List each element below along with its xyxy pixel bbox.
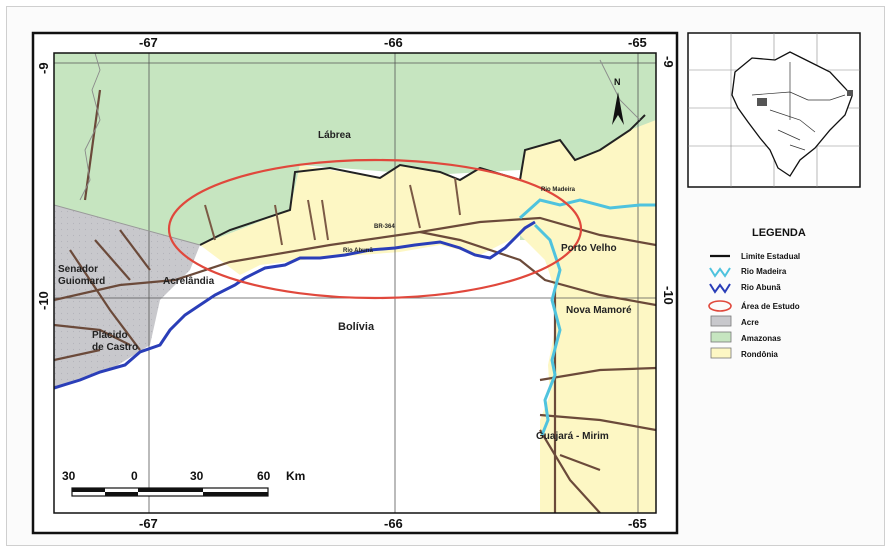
- scale-label-0: 0: [131, 469, 138, 483]
- label-acrelandia: Acrelândia: [163, 276, 215, 287]
- legend-title: LEGENDA: [752, 227, 806, 239]
- scale-label-30: 30: [190, 469, 204, 483]
- grid-label-top-65: -65: [628, 35, 647, 50]
- label-rio-abuna: Rio Abunã: [343, 248, 373, 254]
- legend-swatch-amazonas: [710, 331, 732, 343]
- roads: [54, 89, 656, 513]
- feeder-roads: [204, 177, 461, 246]
- label-nova-mamore: Nova Mamoré: [566, 305, 632, 316]
- rio-abuna: [54, 220, 536, 390]
- state-boundary: [199, 114, 646, 246]
- scale-label-30-left: 30: [62, 469, 76, 483]
- grid-label-left-10: -10: [36, 291, 51, 310]
- legend-swatch-rondonia: [710, 347, 732, 359]
- scale-bar: 30 0 30 60 Km: [62, 469, 305, 497]
- grid-label-top-66: -66: [384, 35, 403, 50]
- grid-label-top-67: -67: [139, 35, 158, 50]
- legend-swatch-rio-madeira: [709, 267, 731, 278]
- amazonas-area: [54, 53, 656, 245]
- legend-label-area-estudo: Área de Estudo: [741, 302, 800, 311]
- label-senador: Senador: [58, 264, 98, 275]
- minor-rivers: [79, 53, 641, 201]
- acre-boundary: [54, 204, 201, 246]
- label-guiomard: Guiomard: [58, 276, 105, 287]
- legend: LEGENDA Limite Estadual Rio Madeira Rio …: [708, 227, 806, 359]
- north-label: N: [614, 77, 621, 87]
- label-br-364: BR-364: [374, 224, 395, 230]
- rio-madeira: [518, 198, 656, 436]
- grid-label-bottom-67: -67: [139, 516, 158, 531]
- label-rio-madeira: Rio Madeira: [541, 187, 576, 193]
- grid-label-right-9: -9: [661, 56, 676, 68]
- legend-label-rio-madeira: Rio Madeira: [741, 267, 787, 276]
- scale-label-60: 60: [257, 469, 271, 483]
- legend-swatch-area-estudo: [708, 300, 732, 312]
- label-placido: Plácido: [92, 330, 128, 341]
- grid-label-left-9: -9: [36, 62, 51, 74]
- legend-label-acre: Acre: [741, 318, 759, 327]
- grid-label-bottom-66: -66: [384, 516, 403, 531]
- label-guajara-mirim: Guajará - Mirim: [536, 431, 609, 442]
- label-porto-velho: Porto Velho: [561, 243, 617, 254]
- north-arrow-icon: N: [612, 77, 624, 125]
- legend-swatch-rio-abuna: [709, 283, 731, 294]
- label-de-castro: de Castro: [92, 342, 138, 353]
- acre-area: [54, 205, 200, 390]
- grid-label-bottom-65: -65: [628, 516, 647, 531]
- study-area-ellipse: [167, 158, 583, 300]
- legend-swatch-acre: [710, 315, 732, 327]
- legend-label-limite: Limite Estadual: [741, 252, 800, 261]
- legend-label-amazonas: Amazonas: [741, 334, 782, 343]
- label-labrea: Lábrea: [318, 130, 351, 141]
- brazil-inset-map: [687, 32, 861, 188]
- map-inner-border: [53, 52, 657, 514]
- scale-label-km: Km: [286, 469, 305, 483]
- legend-label-rio-abuna: Rio Abunã: [741, 283, 781, 292]
- legend-label-rondonia: Rondônia: [741, 350, 778, 359]
- label-bolivia: Bolívia: [338, 321, 375, 333]
- grid-label-right-10: -10: [661, 286, 676, 305]
